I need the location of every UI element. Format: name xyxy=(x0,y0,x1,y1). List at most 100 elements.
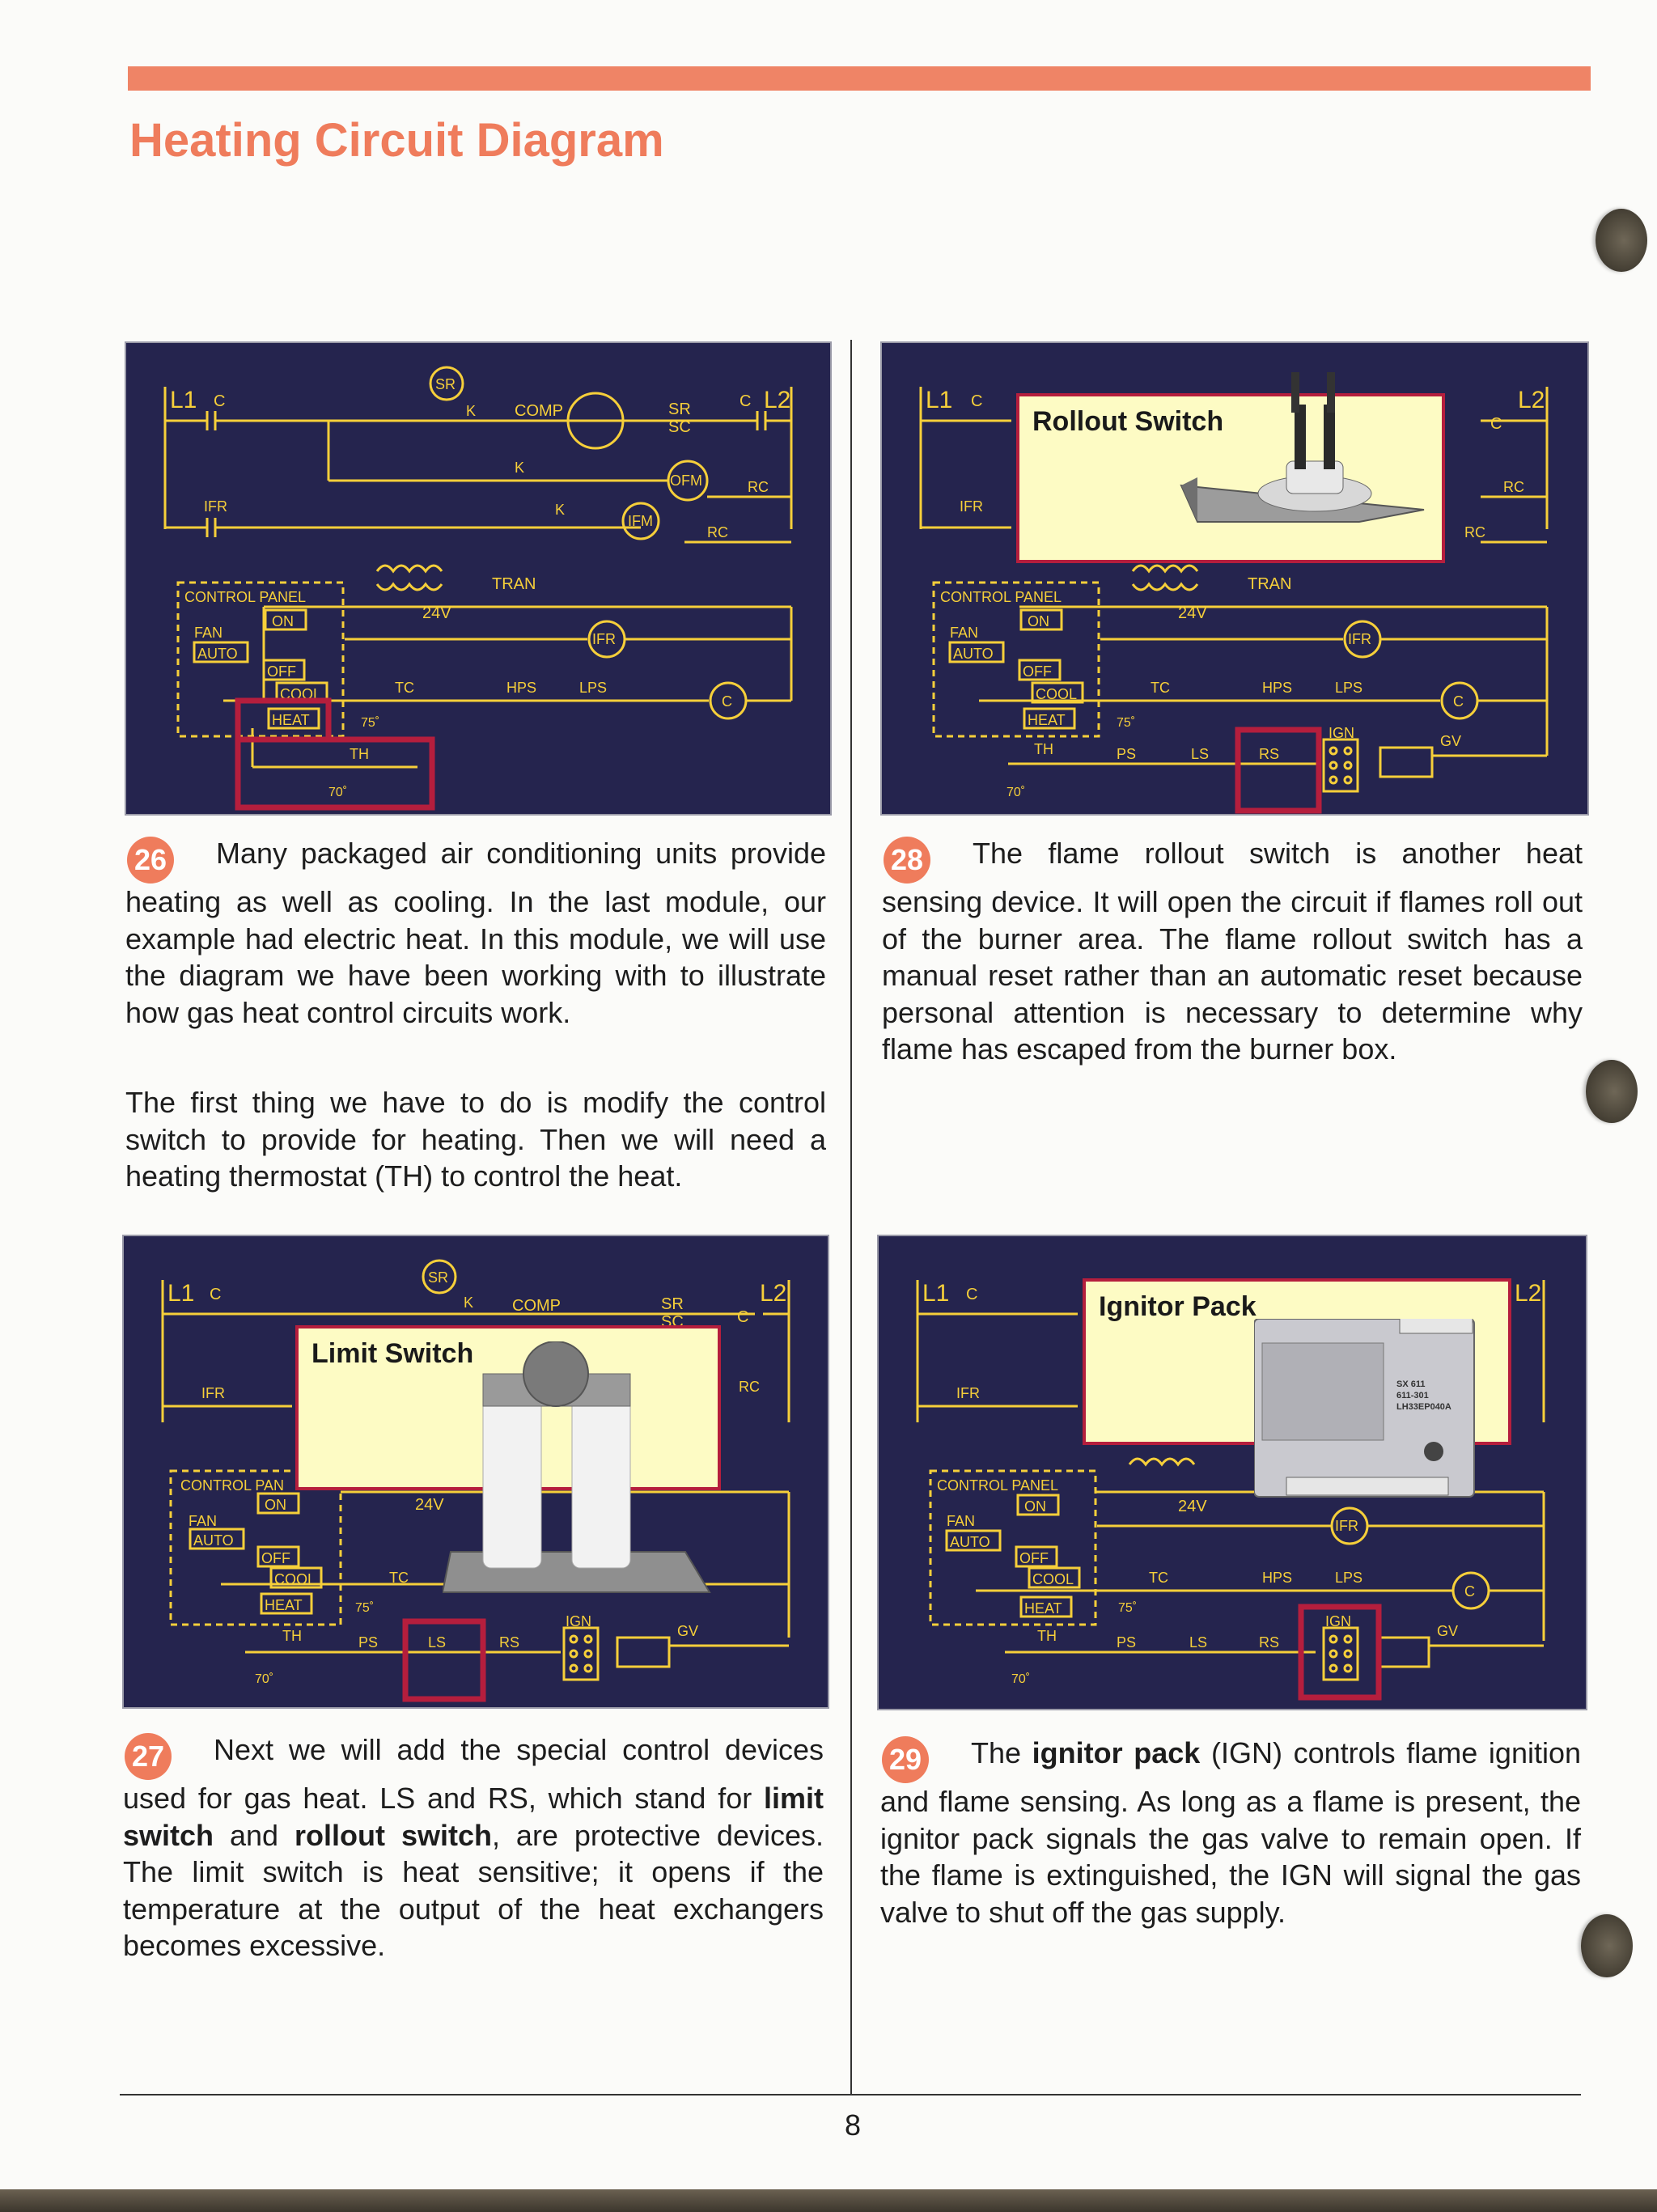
svg-text:IGN: IGN xyxy=(1325,1613,1351,1629)
svg-text:TRAN: TRAN xyxy=(492,575,536,593)
svg-text:SR: SR xyxy=(435,376,456,392)
svg-text:OFF: OFF xyxy=(1019,1550,1049,1566)
svg-text:COOL: COOL xyxy=(1036,686,1077,702)
page-number: 8 xyxy=(844,2108,862,2142)
svg-text:RC: RC xyxy=(739,1379,760,1395)
svg-text:RS: RS xyxy=(499,1634,519,1651)
svg-text:IFR: IFR xyxy=(960,498,983,515)
svg-text:ON: ON xyxy=(1028,613,1049,629)
svg-text:PS: PS xyxy=(1117,1634,1136,1651)
svg-text:C: C xyxy=(740,392,751,410)
svg-text:HEAT: HEAT xyxy=(1028,712,1066,728)
step-badge-27: 27 xyxy=(125,1733,172,1780)
section-28-paragraph: The flame rollout switch is another heat… xyxy=(882,837,1583,1066)
section-26-text-2: The first thing we have to do is modify … xyxy=(125,1084,826,1195)
svg-text:LPS: LPS xyxy=(1335,680,1362,696)
svg-text:COOL: COOL xyxy=(1032,1571,1074,1587)
svg-text:AUTO: AUTO xyxy=(197,646,238,662)
svg-text:L1: L1 xyxy=(926,387,952,413)
svg-text:PS: PS xyxy=(358,1634,378,1651)
svg-text:L1: L1 xyxy=(167,1280,194,1307)
svg-text:75˚: 75˚ xyxy=(361,716,379,730)
svg-text:RS: RS xyxy=(1259,1634,1279,1651)
svg-text:SR: SR xyxy=(428,1269,448,1286)
section-29-text-2: (IGN) controls flame ignition and flame … xyxy=(880,1736,1582,1929)
callout-title-limit: Limit Switch xyxy=(311,1338,474,1369)
svg-text:TC: TC xyxy=(395,680,414,696)
svg-text:SR: SR xyxy=(668,400,691,418)
diagram-panel-28: L1 L2 C C IFR RC RC TRAN 24V CONTROL PAN… xyxy=(880,341,1589,816)
svg-text:LS: LS xyxy=(1189,1634,1207,1651)
callout-rollout-switch: Rollout Switch xyxy=(1016,372,1445,563)
svg-text:OFF: OFF xyxy=(1023,663,1052,680)
svg-text:CONTROL PANEL: CONTROL PANEL xyxy=(940,589,1062,605)
svg-text:70˚: 70˚ xyxy=(328,786,347,799)
binder-hole-1 xyxy=(1596,209,1647,272)
svg-text:AUTO: AUTO xyxy=(950,1534,990,1550)
svg-text:ON: ON xyxy=(265,1497,286,1513)
svg-text:LS: LS xyxy=(428,1634,446,1651)
svg-text:L2: L2 xyxy=(760,1280,786,1307)
ignitor-model-1: SX 611 xyxy=(1396,1379,1425,1389)
svg-text:FAN: FAN xyxy=(194,625,222,641)
svg-text:TH: TH xyxy=(1037,1628,1057,1644)
svg-text:75˚: 75˚ xyxy=(1117,716,1135,730)
svg-text:C: C xyxy=(1464,1583,1475,1600)
diagram-panel-27: L1 L2 C C SR COMP K SR SC IFR RC CONTROL… xyxy=(122,1235,829,1709)
svg-text:75˚: 75˚ xyxy=(355,1601,374,1615)
term-rollout-switch: rollout switch xyxy=(295,1818,492,1852)
section-27-text-3: , are protective devices. The limit swit… xyxy=(123,1818,824,1963)
svg-text:L2: L2 xyxy=(1518,387,1545,413)
svg-text:GV: GV xyxy=(1440,733,1461,749)
svg-text:C: C xyxy=(214,392,225,410)
svg-text:AUTO: AUTO xyxy=(953,646,994,662)
svg-text:TH: TH xyxy=(350,746,369,762)
svg-text:HEAT: HEAT xyxy=(265,1597,303,1613)
svg-text:ON: ON xyxy=(272,613,294,629)
svg-text:COMP: COMP xyxy=(512,1297,561,1315)
section-27-text-1: Next we will add the special control dev… xyxy=(123,1733,824,1815)
ignitor-model-3: LH33EP040A xyxy=(1396,1402,1451,1412)
header-accent-bar xyxy=(128,66,1591,91)
svg-text:C: C xyxy=(737,1308,748,1326)
svg-text:LPS: LPS xyxy=(579,680,607,696)
step-badge-29: 29 xyxy=(882,1736,929,1783)
callout-title-rollout: Rollout Switch xyxy=(1032,406,1224,437)
step-badge-26: 26 xyxy=(127,837,174,884)
diagram-panel-26: L1 L2 C C SR COMP K SR SC OFM K RC IFM I… xyxy=(125,341,832,816)
svg-text:C: C xyxy=(210,1286,221,1303)
svg-text:OFM: OFM xyxy=(670,472,702,489)
svg-text:RC: RC xyxy=(1464,524,1485,540)
svg-text:COMP: COMP xyxy=(515,402,563,420)
svg-text:FAN: FAN xyxy=(189,1513,217,1529)
rollout-switch-illustration xyxy=(1180,372,1425,523)
label-l1: L1 xyxy=(170,387,197,413)
limit-switch-illustration xyxy=(443,1341,711,1593)
svg-text:70˚: 70˚ xyxy=(1011,1672,1030,1686)
svg-text:IFM: IFM xyxy=(628,513,653,529)
svg-text:C: C xyxy=(1490,415,1502,433)
svg-text:IFR: IFR xyxy=(1348,631,1371,647)
svg-text:LPS: LPS xyxy=(1335,1570,1362,1586)
svg-text:AUTO: AUTO xyxy=(193,1532,234,1549)
binder-hole-3 xyxy=(1581,1914,1633,1977)
svg-text:24V: 24V xyxy=(1178,1498,1207,1515)
svg-text:K: K xyxy=(515,460,524,476)
svg-text:C: C xyxy=(722,693,732,710)
svg-text:IFR: IFR xyxy=(592,631,616,647)
svg-text:TH: TH xyxy=(282,1628,302,1644)
svg-text:RC: RC xyxy=(748,479,769,495)
svg-text:CONTROL PAN: CONTROL PAN xyxy=(180,1477,284,1494)
svg-text:HPS: HPS xyxy=(506,680,536,696)
svg-text:K: K xyxy=(555,502,565,518)
svg-text:HEAT: HEAT xyxy=(272,712,310,728)
svg-text:C: C xyxy=(966,1286,977,1303)
callout-title-ignitor: Ignitor Pack xyxy=(1099,1291,1257,1322)
svg-text:FAN: FAN xyxy=(947,1513,975,1529)
svg-text:PS: PS xyxy=(1117,746,1136,762)
svg-text:IGN: IGN xyxy=(566,1613,591,1629)
svg-text:LS: LS xyxy=(1191,746,1209,762)
svg-text:TRAN: TRAN xyxy=(1248,575,1291,593)
